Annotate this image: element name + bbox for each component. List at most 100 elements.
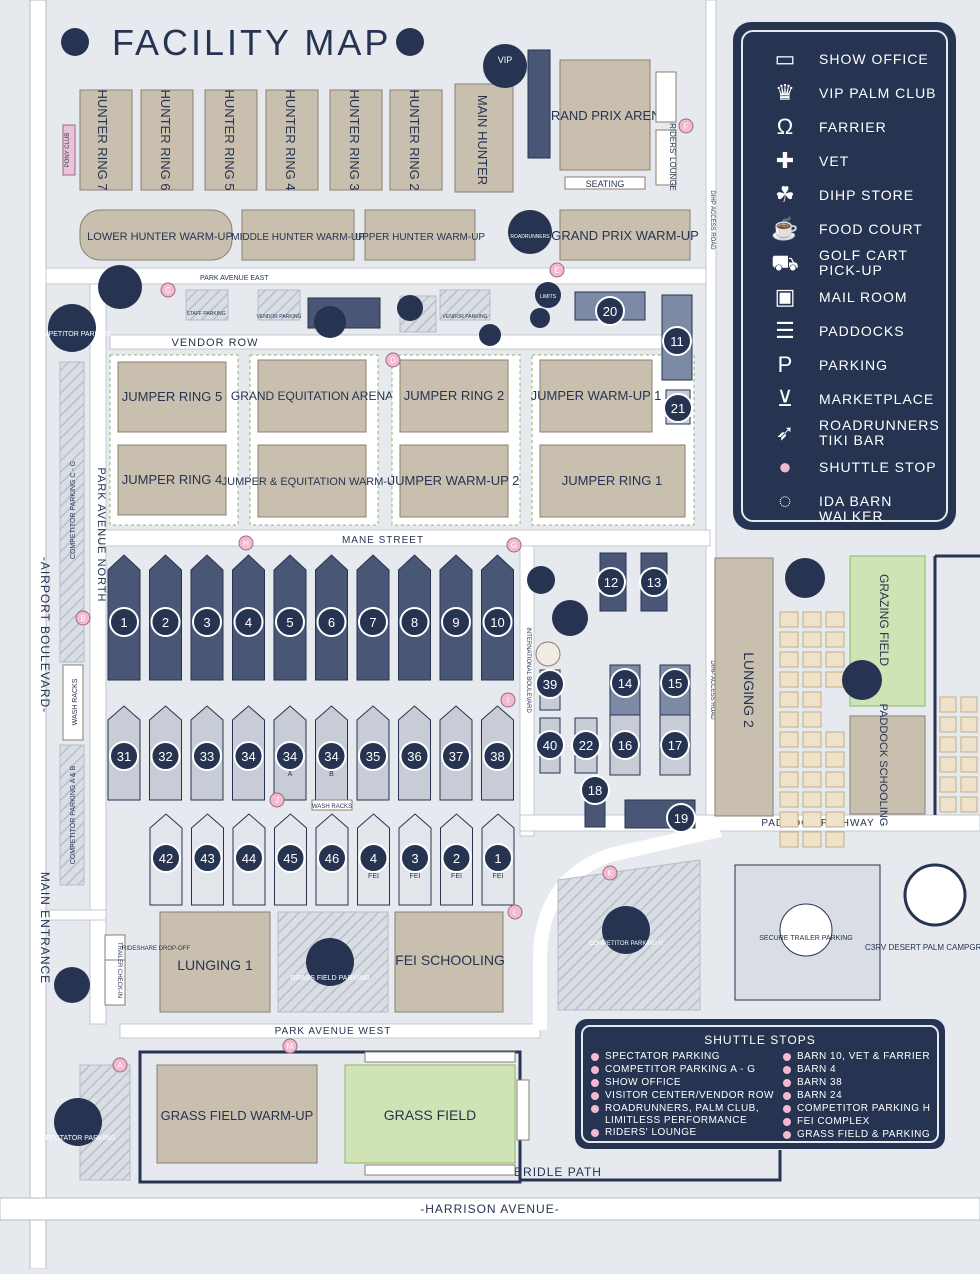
barn-17[interactable]: 17 — [660, 730, 690, 760]
hunter-ring-7-label: HUNTER RING 7 — [95, 89, 110, 190]
barn-21[interactable]: 21 — [663, 393, 693, 423]
shuttle-stop-i[interactable]: I — [500, 692, 516, 708]
barn-11[interactable]: 11 — [662, 326, 692, 356]
barn-number: 22 — [579, 738, 593, 753]
shuttle-stop-letter: J — [275, 796, 279, 805]
barn-10[interactable]: 10 — [482, 607, 513, 637]
logo-icon — [396, 28, 424, 56]
shuttle-stop-e[interactable]: E — [549, 262, 565, 278]
barn-number: 11 — [670, 334, 684, 349]
shuttle-stop-letter: C — [165, 286, 171, 295]
lunging-1 — [159, 911, 271, 1013]
map-title: FACILITY MAP — [112, 22, 391, 63]
info-icon — [397, 295, 423, 321]
barn-39[interactable]: 39 — [535, 669, 565, 699]
jumper-ring-4-label: JUMPER RING 4 — [122, 472, 222, 487]
barn-9[interactable]: 9 — [441, 607, 471, 637]
barn-number: 6 — [328, 615, 335, 630]
barn-15[interactable]: 15 — [660, 668, 690, 698]
pony-club-label: PONY CLUB — [65, 133, 71, 168]
shuttle-stop-f[interactable]: F — [678, 118, 694, 134]
barn-sub-label: A — [288, 771, 293, 778]
shuttle-stop-c[interactable]: C — [160, 282, 176, 298]
vip-icon — [483, 44, 527, 88]
barn-35[interactable]: 35 — [358, 741, 388, 771]
middle-hunter-warmup — [241, 209, 355, 261]
barn-37[interactable]: 37 — [441, 741, 471, 771]
grand-equitation-label: GRAND EQUITATION ARENA — [231, 389, 393, 403]
golf-cart-icon: ⛟ — [771, 250, 799, 275]
shuttle-stop-k[interactable]: K — [602, 865, 618, 881]
grand-prix-warmup — [559, 209, 691, 261]
barn-22[interactable]: 22 — [571, 730, 601, 760]
competitor-parking-icon — [48, 304, 96, 352]
shuttle-stop-b[interactable]: B — [75, 610, 91, 626]
barn-12[interactable]: 12 — [596, 567, 626, 597]
barn-sub-label: FEI — [451, 873, 462, 880]
paddock-schooling-label: PADDOCK SCHOOLING — [877, 704, 889, 827]
shuttle-stop-entry: SPECTATOR PARKING — [591, 1051, 720, 1063]
shuttle-stop-d[interactable]: D — [385, 352, 401, 368]
paddock — [939, 716, 957, 733]
barn-number: 34 — [241, 749, 255, 764]
shuttle-stop-letter: F — [684, 122, 689, 131]
barn-34B[interactable]: 34B — [316, 741, 347, 778]
barn-4[interactable]: 4 — [233, 607, 264, 637]
barn-16[interactable]: 16 — [610, 730, 640, 760]
shuttle-stop-l[interactable]: L — [507, 904, 523, 920]
riders-lounge-label: RIDERS' LOUNGE — [668, 123, 677, 191]
barn-14[interactable]: 14 — [610, 668, 640, 698]
shuttle-stop-entry: BARN 24 — [783, 1090, 842, 1102]
shuttle-stop-entry: ROADRUNNERS, PALM CLUB, LIMITLESS PERFOR… — [591, 1103, 759, 1127]
paddock — [802, 771, 822, 788]
legend-label: PADDOCKS — [819, 323, 905, 339]
barn-number: 3 — [411, 851, 418, 866]
paddock — [939, 796, 957, 813]
paddock — [802, 731, 822, 748]
barn-34[interactable]: 34 — [233, 741, 264, 771]
barn-45[interactable]: 45 — [275, 843, 306, 873]
paddock — [802, 711, 822, 728]
barn-19[interactable]: 19 — [666, 803, 696, 833]
paddock — [802, 831, 822, 848]
barn-44[interactable]: 44 — [234, 843, 264, 873]
barn-5[interactable]: 5 — [275, 607, 305, 637]
jumper-equitation-warmup — [257, 444, 367, 518]
barn-1[interactable]: 1 — [109, 607, 139, 637]
barn-2[interactable]: 2 — [150, 607, 181, 637]
shuttle-stop-a[interactable]: A — [112, 1057, 128, 1073]
barn-20[interactable]: 20 — [595, 296, 625, 326]
shuttle-stop-letter: I — [507, 696, 509, 705]
shuttle-stop-g[interactable]: G — [506, 537, 522, 553]
barn-6[interactable]: 6 — [316, 607, 347, 637]
barn-33[interactable]: 33 — [192, 741, 222, 771]
barn-3[interactable]: 3 — [192, 607, 222, 637]
barn-46[interactable]: 46 — [317, 843, 347, 873]
barn-18[interactable]: 18 — [580, 775, 610, 805]
barn-42[interactable]: 42 — [151, 843, 181, 873]
shuttle-stop-m[interactable]: M — [282, 1038, 298, 1054]
grand-prix-arena — [559, 59, 651, 171]
barn-38[interactable]: 38 — [482, 741, 513, 771]
barn-7[interactable]: 7 — [358, 607, 388, 637]
barn-13[interactable]: 13 — [639, 567, 669, 597]
legend-item: ☘DIHP STORE — [763, 180, 953, 210]
shuttle-stop-h[interactable]: H — [238, 535, 254, 551]
barn-8[interactable]: 8 — [399, 607, 430, 637]
barn-32[interactable]: 32 — [150, 741, 181, 771]
barn-43[interactable]: 43 — [192, 843, 223, 873]
lunging-2-label: LUNGING 2 — [741, 652, 757, 728]
barn-36[interactable]: 36 — [399, 741, 430, 771]
shuttle-stop-j[interactable]: J — [269, 792, 285, 808]
barn-34A[interactable]: 34A — [275, 741, 305, 778]
barn-31[interactable]: 31 — [109, 741, 139, 771]
barns-row-2: 31 32 33 34 34A 34B 35 36 37 38 — [107, 705, 514, 801]
barn-40[interactable]: 40 — [535, 730, 565, 760]
legend-label: PARKING — [819, 357, 888, 373]
hunter-ring-6 — [140, 89, 194, 191]
